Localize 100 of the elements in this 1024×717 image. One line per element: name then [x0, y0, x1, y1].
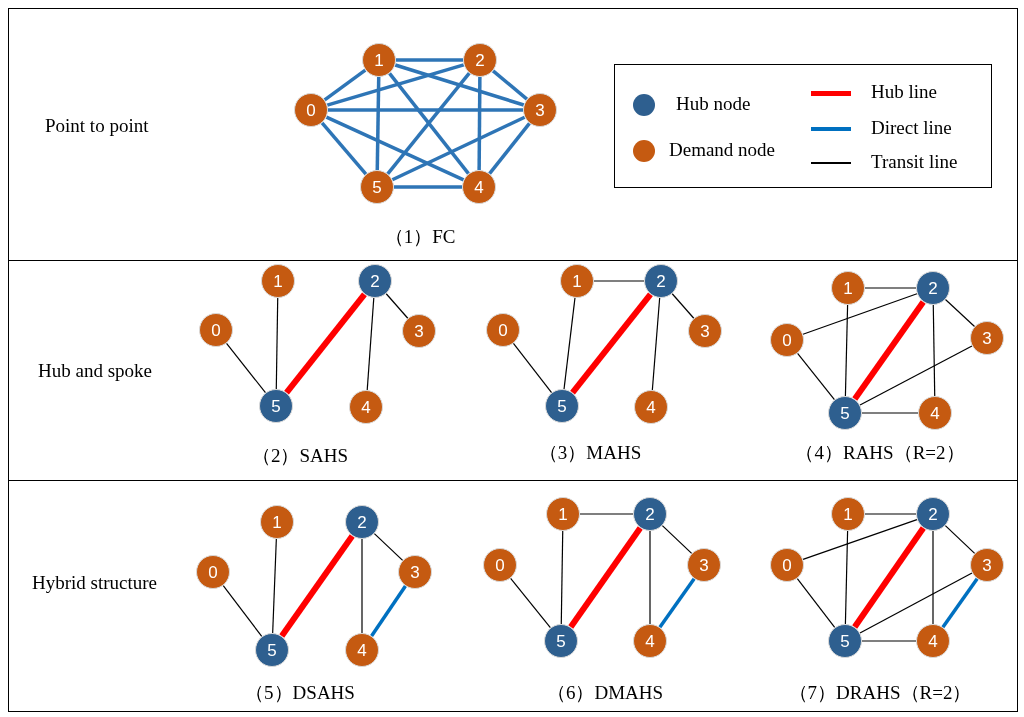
hub-node: 2 — [916, 497, 950, 531]
connector-line — [797, 352, 835, 401]
connector-line — [394, 63, 525, 107]
demand-node: 4 — [916, 624, 950, 658]
demand-node: 4 — [633, 624, 667, 658]
row-heading: Hybrid structure — [32, 572, 158, 594]
demand-node: 2 — [463, 43, 497, 77]
connector-line — [844, 530, 849, 625]
connector-line — [671, 293, 695, 319]
connector-line — [802, 293, 918, 335]
connector-line — [275, 297, 279, 390]
connector-line — [325, 115, 465, 182]
hub-node: 5 — [259, 389, 293, 423]
row-heading: Point to point — [45, 115, 149, 137]
connector-line — [279, 534, 355, 638]
panel-caption: （2）SAHS — [251, 444, 349, 468]
panel-caption: （1）FC — [384, 225, 456, 249]
connector-line — [932, 530, 934, 625]
connector-line — [859, 572, 973, 634]
demand-node: 4 — [349, 390, 383, 424]
demand-node: 0 — [770, 548, 804, 582]
connector-line — [361, 538, 363, 634]
connector-line — [370, 585, 407, 637]
demand-node: 1 — [831, 497, 865, 531]
connector-line — [861, 640, 917, 642]
connector-line — [570, 292, 653, 395]
demand-node: 3 — [687, 548, 721, 582]
demand-node: 1 — [546, 497, 580, 531]
demand-node: 0 — [196, 555, 230, 589]
connector-line — [512, 342, 553, 394]
connector-line — [941, 577, 979, 629]
connector-line — [864, 513, 917, 515]
connector-line — [320, 121, 368, 176]
connector-line — [375, 76, 381, 171]
connector-line — [796, 577, 836, 629]
hub-node: 2 — [633, 497, 667, 531]
demand-node: 5 — [360, 170, 394, 204]
hub-node: 5 — [828, 624, 862, 658]
demand-node: 3 — [970, 321, 1004, 355]
connector-line — [323, 68, 367, 102]
connector-line — [568, 526, 643, 629]
hub-node: 2 — [644, 264, 678, 298]
connector-line — [394, 185, 462, 189]
demand-node: 3 — [398, 555, 432, 589]
connector-line — [579, 513, 634, 515]
connector-line — [491, 69, 529, 101]
connector-line — [326, 63, 465, 107]
connector-line — [802, 519, 918, 560]
demand-node: 1 — [261, 264, 295, 298]
demand-node: 4 — [462, 170, 496, 204]
legend-label: Transit line — [871, 151, 958, 173]
connector-line — [222, 584, 263, 638]
panel-caption: （6）DMAHS — [546, 681, 664, 705]
connector-line — [661, 525, 693, 554]
demand-node: 4 — [345, 633, 379, 667]
connector-line — [328, 108, 523, 112]
panel-caption: （4）RAHS（R=2） — [795, 441, 965, 465]
connector-line — [563, 297, 576, 390]
hub-node: 2 — [358, 264, 392, 298]
demand-node: 3 — [688, 314, 722, 348]
connector-line — [477, 77, 482, 170]
demand-node: 3 — [523, 93, 557, 127]
demand-node: 0 — [770, 323, 804, 357]
hub-node: 2 — [916, 271, 950, 305]
demand-node: 3 — [970, 548, 1004, 582]
hub-node: 2 — [345, 505, 379, 539]
connector-line — [593, 280, 645, 282]
connector-line — [852, 300, 926, 401]
connector-line — [649, 530, 651, 625]
connector-line — [373, 533, 404, 561]
demand-node: 4 — [634, 390, 668, 424]
connector-line — [651, 297, 661, 391]
connector-line — [396, 58, 463, 62]
demand-node: 0 — [199, 313, 233, 347]
connector-line — [859, 345, 973, 406]
connector-line — [861, 412, 919, 414]
connector-line — [932, 304, 936, 397]
connector-line — [844, 304, 849, 397]
demand-node: 3 — [402, 314, 436, 348]
connector-line — [944, 298, 976, 328]
connector-line — [225, 342, 267, 394]
legend-label: Demand node — [669, 139, 776, 161]
legend-label: Direct line — [871, 117, 952, 139]
row-heading: Hub and spoke — [38, 360, 152, 382]
connector-line — [510, 577, 551, 629]
hub-node: 5 — [255, 633, 289, 667]
connector-line — [272, 538, 277, 634]
connector-line — [658, 577, 696, 629]
demand-node: 1 — [260, 505, 294, 539]
connector-line — [366, 297, 375, 391]
panel-caption: （3）MAHS — [538, 441, 642, 465]
hub-node: 5 — [545, 389, 579, 423]
demand-node: 0 — [486, 313, 520, 347]
connector-line — [391, 115, 526, 182]
panel-caption: （5）DSAHS — [245, 681, 355, 705]
connector-line — [864, 287, 917, 289]
demand-node: 1 — [362, 43, 396, 77]
demand-node: 1 — [560, 264, 594, 298]
demand-node: 0 — [483, 548, 517, 582]
connector-line — [488, 122, 531, 175]
